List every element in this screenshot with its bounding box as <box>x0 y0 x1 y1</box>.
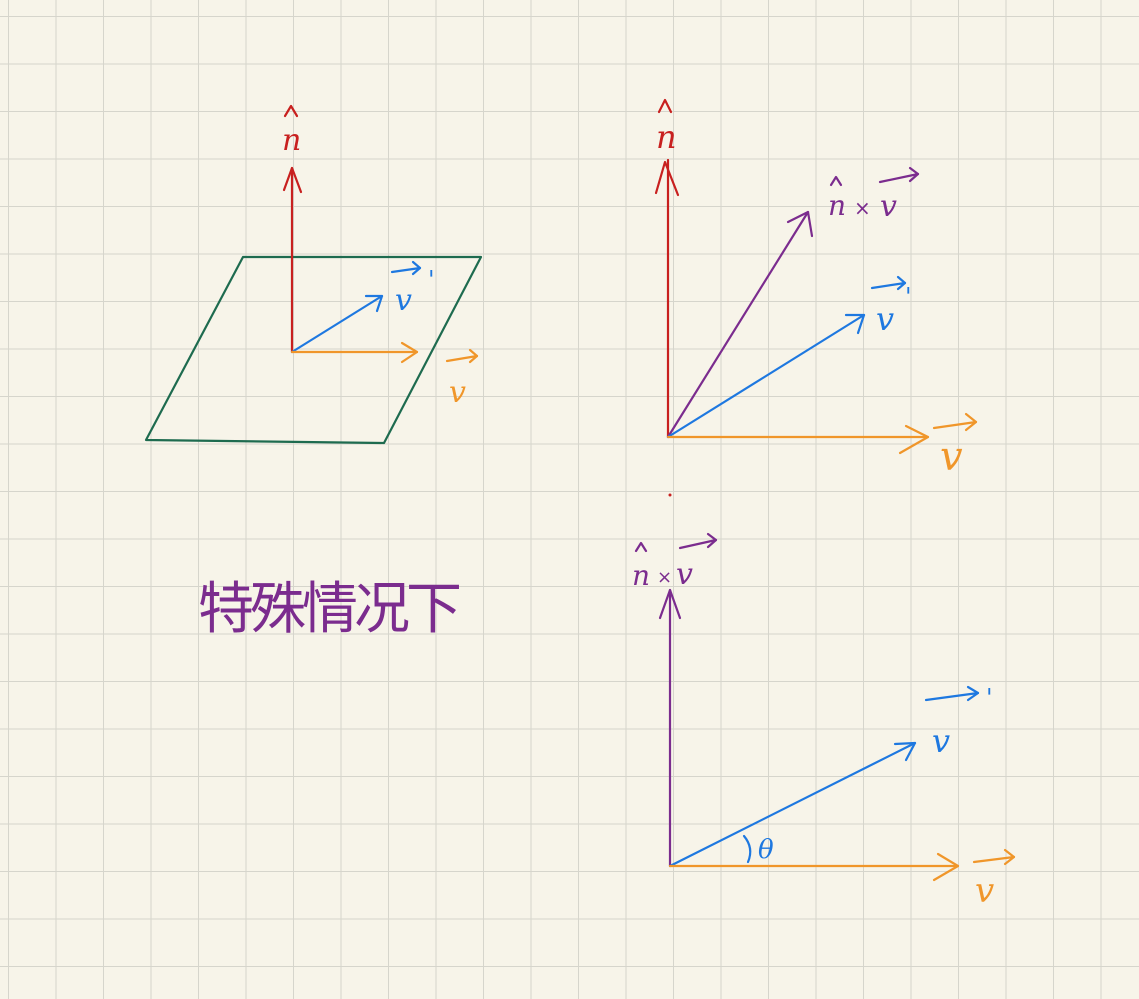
svg-text:': ' <box>428 266 435 294</box>
n-cross-v-arrowhead <box>786 210 814 238</box>
svg-text:v: v <box>940 434 963 480</box>
special-case-caption: 特殊情况下 <box>198 577 459 642</box>
diagram-special-case: θ n × v v ' v <box>632 532 1016 911</box>
n-cross-v-label: n × v <box>828 166 920 224</box>
svg-text:v: v <box>876 300 894 338</box>
svg-text:v: v <box>676 557 693 592</box>
v-prime-vector <box>668 741 917 868</box>
svg-text:': ' <box>905 283 912 311</box>
plane-parallelogram <box>144 255 483 445</box>
v-prime-label: v ' <box>870 275 912 338</box>
svg-text:v: v <box>395 283 412 318</box>
svg-text:n: n <box>632 559 650 592</box>
svg-text:×: × <box>854 196 871 220</box>
v-prime-arrowhead <box>893 741 917 762</box>
n-cross-v-label: n × v <box>632 532 718 592</box>
svg-text:n: n <box>656 118 677 156</box>
svg-text:×: × <box>657 567 672 588</box>
svg-text:': ' <box>986 684 993 712</box>
v-arrowhead <box>932 852 960 882</box>
n-hat-label: n <box>282 104 301 158</box>
svg-text:v: v <box>975 871 994 911</box>
svg-text:v: v <box>932 722 950 760</box>
svg-text:n: n <box>828 189 846 222</box>
svg-text:n: n <box>282 123 301 158</box>
svg-text:v: v <box>449 375 466 410</box>
diagram-plane: n v ' v <box>144 104 483 445</box>
v-prime-arrowhead <box>844 313 866 335</box>
v-label: v <box>932 412 978 480</box>
n-hat-arrowhead <box>654 160 680 197</box>
n-cross-v-arrowhead <box>658 588 682 620</box>
v-label: v <box>972 848 1016 911</box>
v-prime-arrowhead <box>364 294 384 313</box>
v-label: v <box>445 348 479 410</box>
v-prime-vector <box>290 294 384 354</box>
v-arrowhead <box>898 424 930 455</box>
theta-arc <box>742 834 752 864</box>
v-prime-vector <box>666 313 866 439</box>
stray-dot <box>668 493 672 497</box>
svg-text:v: v <box>880 189 897 224</box>
v-prime-label: v ' <box>390 260 435 318</box>
diagram-rotation-components: n n × v v ' v <box>654 98 978 497</box>
n-hat-arrowhead <box>282 166 303 194</box>
n-hat-label: n <box>656 98 677 156</box>
v-arrowhead <box>400 341 419 364</box>
n-cross-v-vector <box>666 210 810 439</box>
theta-label: θ <box>758 835 774 865</box>
v-prime-label: v ' <box>924 684 993 760</box>
